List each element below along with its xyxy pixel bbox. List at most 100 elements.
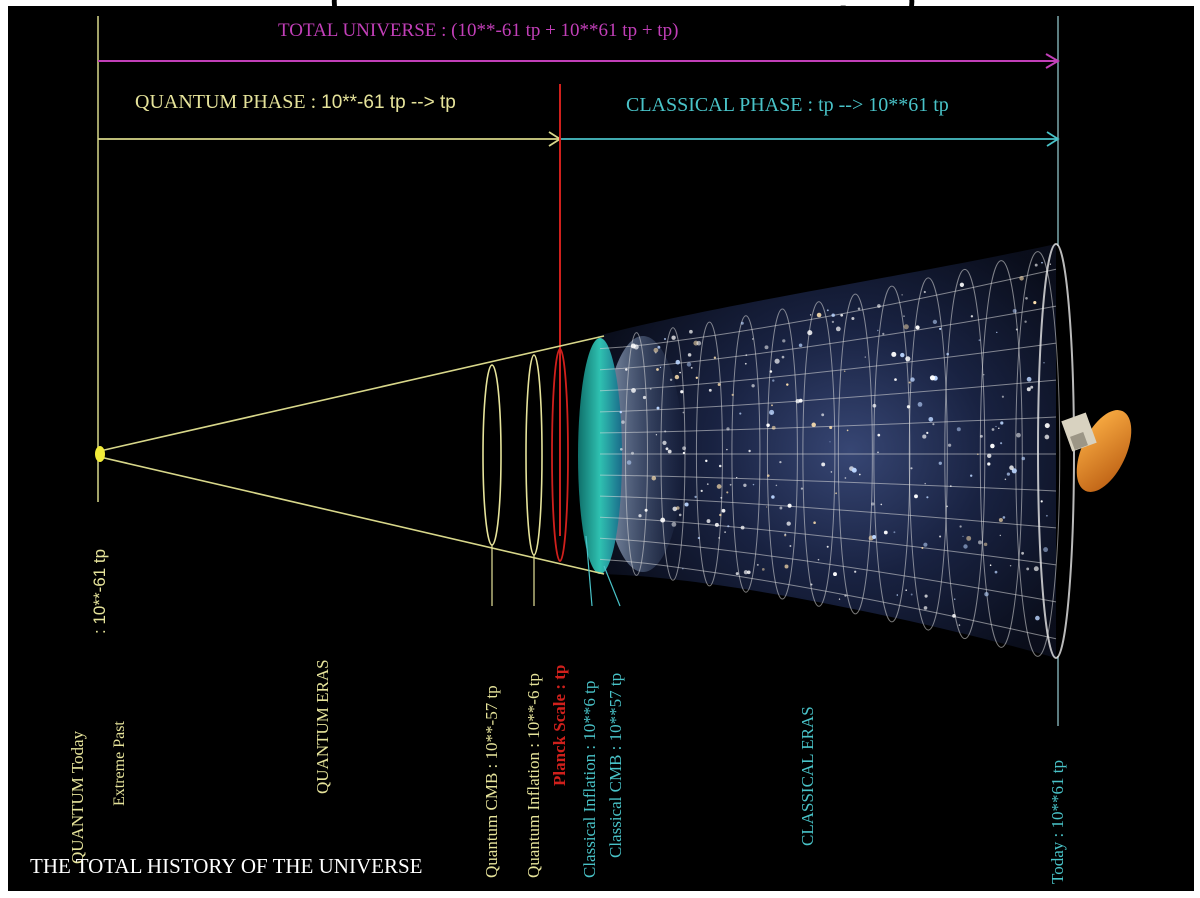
galaxy-dot [844,594,847,597]
galaxy-dot [956,427,961,432]
galaxy-dot [656,406,660,410]
galaxy-dot [826,309,829,312]
galaxy-dot [962,535,964,538]
galaxy-dot [633,344,639,350]
galaxy-dot [854,570,857,573]
galaxy-dot [686,362,692,367]
galaxy-dot [910,467,913,470]
quantum-eras-label: QUANTUM ERAS [313,659,332,794]
galaxy-dot [877,329,879,332]
galaxy-dot [748,449,751,453]
galaxy-dot [923,542,928,547]
galaxy-dot [784,534,787,537]
galaxy-dot [659,366,662,369]
galaxy-dot [833,572,837,577]
total-universe-title: TOTAL UNIVERSE : (10**-61 tp + 10**61 tp… [278,20,679,41]
galaxy-dot [664,430,667,433]
galaxy-dot [826,545,829,548]
galaxy-dot [706,483,709,485]
universe-history-diagram: TOTAL UNIVERSE : (10**-61 tp + 10**61 tp… [8,6,1194,891]
galaxy-dot [877,304,881,308]
galaxy-dot [1004,478,1007,481]
galaxy-dot [619,410,623,414]
galaxy-dot [752,338,754,340]
galaxy-dot [680,390,684,394]
galaxy-dot [665,447,669,451]
galaxy-dot [708,388,712,392]
galaxy-dot [924,594,928,598]
galaxy-dot [932,319,938,325]
galaxy-dot [657,345,661,349]
galaxy-dot [682,446,687,451]
cone-grid-line [599,537,1057,603]
galaxy-dot [721,508,726,513]
galaxy-dot [740,321,744,325]
galaxy-dot [990,443,995,449]
cone-end-rim [1037,243,1075,659]
galaxy-dot [1000,442,1003,445]
galaxy-dot [781,355,785,359]
galaxy-dot [970,474,973,477]
galaxy-dot [998,517,1003,523]
galaxy-dot [923,290,926,294]
diagram-title: THE TOTAL HISTORY OF THE UNIVERSE [30,854,423,878]
galaxy-dot [872,403,877,408]
quantum-origin-point [95,446,105,462]
galaxy-dot [751,384,755,388]
galaxy-dot [1009,465,1014,470]
galaxy-dot [903,315,905,317]
galaxy-dot [1009,565,1012,567]
galaxy-dot [736,476,738,479]
galaxy-dot [947,443,952,447]
extreme-past-label: Extreme Past [111,721,128,806]
today-label: Today : 10**61 tp [1048,760,1067,884]
galaxy-dot [894,378,897,381]
galaxy-dot [696,340,702,346]
galaxy-dot [1021,551,1025,555]
galaxy-dot [786,383,789,386]
galaxy-dot [800,487,804,490]
galaxy-dot [774,358,780,364]
galaxy-dot [752,483,755,486]
galaxy-dot [619,447,623,451]
galaxy-dot [644,508,648,512]
quantum-cone-upper-edge [99,335,605,452]
galaxy-dot [739,412,742,415]
galaxy-dot [1044,434,1050,440]
galaxy-dot [939,535,942,538]
galaxy-dot [1043,362,1045,364]
galaxy-dot [877,433,881,437]
quantum-cone-lower-edge [99,456,605,575]
galaxy-dot [1006,472,1011,476]
galaxy-dot [690,366,693,369]
galaxy-dot [906,405,911,409]
galaxy-dot [896,594,899,596]
galaxy-dot [679,371,681,374]
galaxy-dot [817,558,820,561]
galaxy-dot [642,395,647,400]
galaxy-dot [717,383,721,386]
galaxy-dot [953,598,956,600]
galaxy-dot [700,489,703,493]
galaxy-dot [905,356,911,362]
galaxy-dot [821,462,826,467]
quantum-inflation-label: Quantum Inflation : 10**-6 tp [524,673,543,878]
galaxy-dot [775,484,778,487]
galaxy-dot [959,525,962,528]
galaxy-dot [846,429,849,432]
galaxy-dot [695,376,698,379]
cone-grid-line [599,416,1057,434]
galaxy-dot [779,460,782,464]
galaxy-dot [926,431,929,435]
galaxy-dot [1033,301,1037,305]
galaxy-dot [706,519,711,524]
galaxy-dot [809,314,812,316]
galaxy-dot [771,425,776,430]
galaxy-dot [871,502,875,506]
galaxy-dot [672,506,678,512]
galaxy-dot [779,506,783,510]
galaxy-dot [922,434,927,439]
galaxy-dot [979,434,983,438]
galaxy-dot [682,567,684,570]
galaxy-dot [676,506,680,510]
